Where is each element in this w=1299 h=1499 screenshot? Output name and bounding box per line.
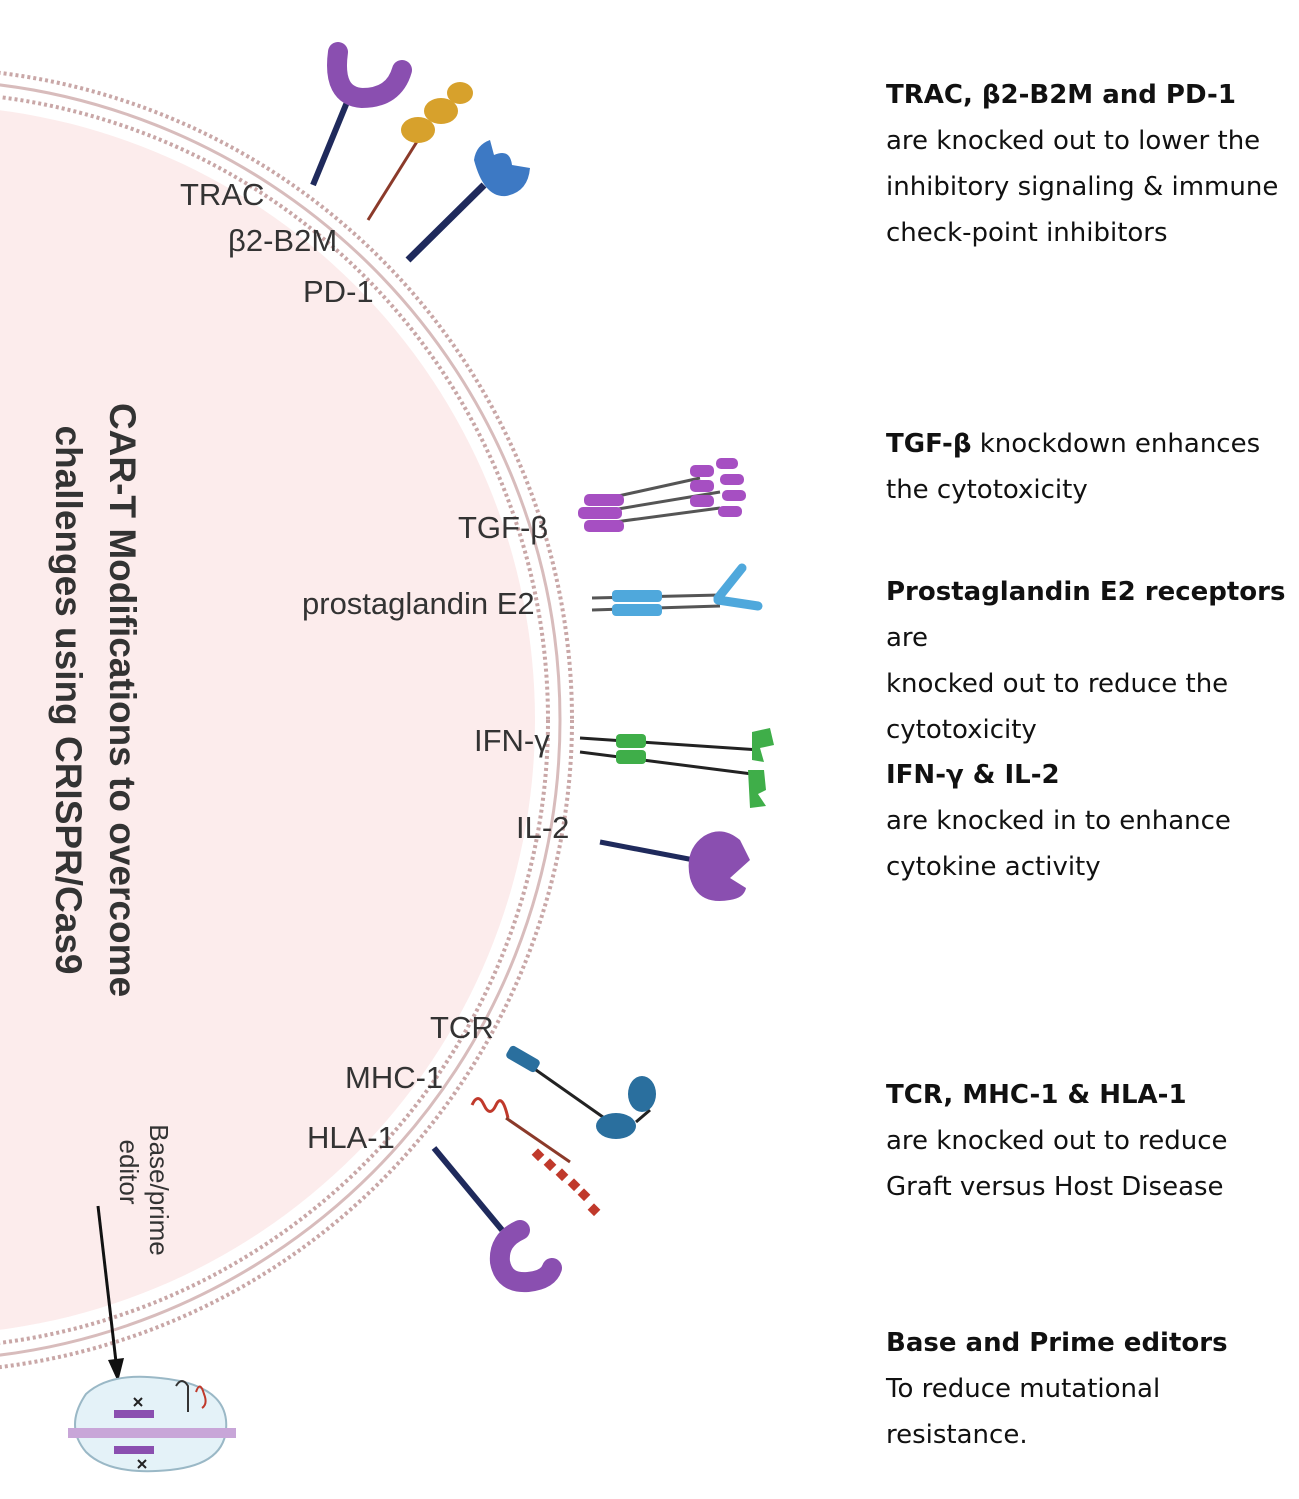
annotation-cytokine-line-1: are knocked in to enhance	[886, 806, 1231, 836]
label-il2: IL-2	[516, 810, 569, 845]
annotation-editors: Base and Prime editors To reduce mutatio…	[886, 1320, 1296, 1458]
annotation-gvhd: TCR, MHC-1 & HLA-1 are knocked out to re…	[886, 1072, 1296, 1210]
diagram-title: CAR-T Modifications to overcome challeng…	[48, 403, 143, 997]
hla1-receptor	[431, 1146, 562, 1293]
b2m-receptor	[366, 82, 473, 221]
editor-label: Base/prime editor	[114, 1124, 174, 1256]
label-tgfb: TGF-β	[458, 510, 548, 545]
annotation-editors-heading: Base and Prime editors	[886, 1328, 1228, 1358]
annotation-tgfb: TGF-β knockdown enhances the cytotoxicit…	[886, 421, 1296, 513]
annotation-knockout-heading: TRAC, β2-B2M and PD-1	[886, 80, 1236, 110]
annotation-tgfb-line-1: the cytotoxicity	[886, 475, 1088, 505]
title-line-1: CAR-T Modifications to overcome	[102, 403, 143, 997]
mhc1-receptor	[470, 1097, 601, 1217]
annotation-pge2: Prostaglandin E2 receptors are knocked o…	[886, 569, 1296, 753]
annotation-editors-line-2: resistance.	[886, 1420, 1028, 1450]
annotation-gvhd-heading: TCR, MHC-1 & HLA-1	[886, 1080, 1187, 1110]
annotation-knockout-line-2: inhibitory signaling & immune	[886, 172, 1279, 202]
annotation-pge2-text: are	[886, 623, 929, 653]
annotation-cytokine-heading: IFN-γ & IL-2	[886, 760, 1060, 790]
annotation-tgfb-heading: TGF-β	[886, 429, 972, 459]
label-pd1: PD-1	[303, 274, 374, 309]
trac-receptor	[310, 42, 412, 187]
label-pge2: prostaglandin E2	[302, 586, 535, 621]
label-tcr: TCR	[430, 1010, 494, 1045]
annotation-pge2-heading: Prostaglandin E2 receptors	[886, 577, 1286, 607]
label-mhc1: MHC-1	[345, 1060, 443, 1095]
editor-label-line-1: Base/prime	[144, 1124, 174, 1256]
cell-membrane	[0, 70, 574, 1370]
annotation-pge2-line-1: knocked out to reduce the	[886, 669, 1229, 699]
annotation-cytokine-line-2: cytokine activity	[886, 852, 1101, 882]
label-b2m: β2-B2M	[228, 223, 337, 258]
base-prime-editor-icon	[68, 1375, 236, 1473]
annotation-tgfb-text: knockdown enhances	[971, 429, 1261, 459]
tgfb-receptor	[578, 458, 746, 532]
annotation-knockout-line-3: check-point inhibitors	[886, 218, 1168, 248]
label-trac: TRAC	[180, 177, 264, 212]
il2-receptor	[599, 831, 750, 902]
annotation-gvhd-line-1: are knocked out to reduce	[886, 1126, 1228, 1156]
ifng-receptor	[579, 728, 774, 808]
annotation-editors-line-1: To reduce mutational	[886, 1374, 1161, 1404]
tcr-receptor	[506, 1045, 656, 1139]
pge2-receptor	[591, 563, 763, 616]
editor-arrow	[96, 1205, 124, 1382]
annotation-gvhd-line-2: Graft versus Host Disease	[886, 1172, 1224, 1202]
annotation-knockout-line-1: are knocked out to lower the	[886, 126, 1261, 156]
annotation-pge2-line-2: cytotoxicity	[886, 715, 1037, 745]
title-line-2: challenges using CRISPR/Cas9	[48, 425, 89, 974]
label-ifng: IFN-γ	[474, 723, 550, 758]
annotation-knockout: TRAC, β2-B2M and PD-1 are knocked out to…	[886, 72, 1296, 256]
label-hla1: HLA-1	[307, 1120, 395, 1155]
annotation-cytokine: IFN-γ & IL-2 are knocked in to enhance c…	[886, 752, 1296, 890]
editor-label-line-2: editor	[114, 1139, 144, 1204]
pd1-receptor	[405, 140, 530, 263]
